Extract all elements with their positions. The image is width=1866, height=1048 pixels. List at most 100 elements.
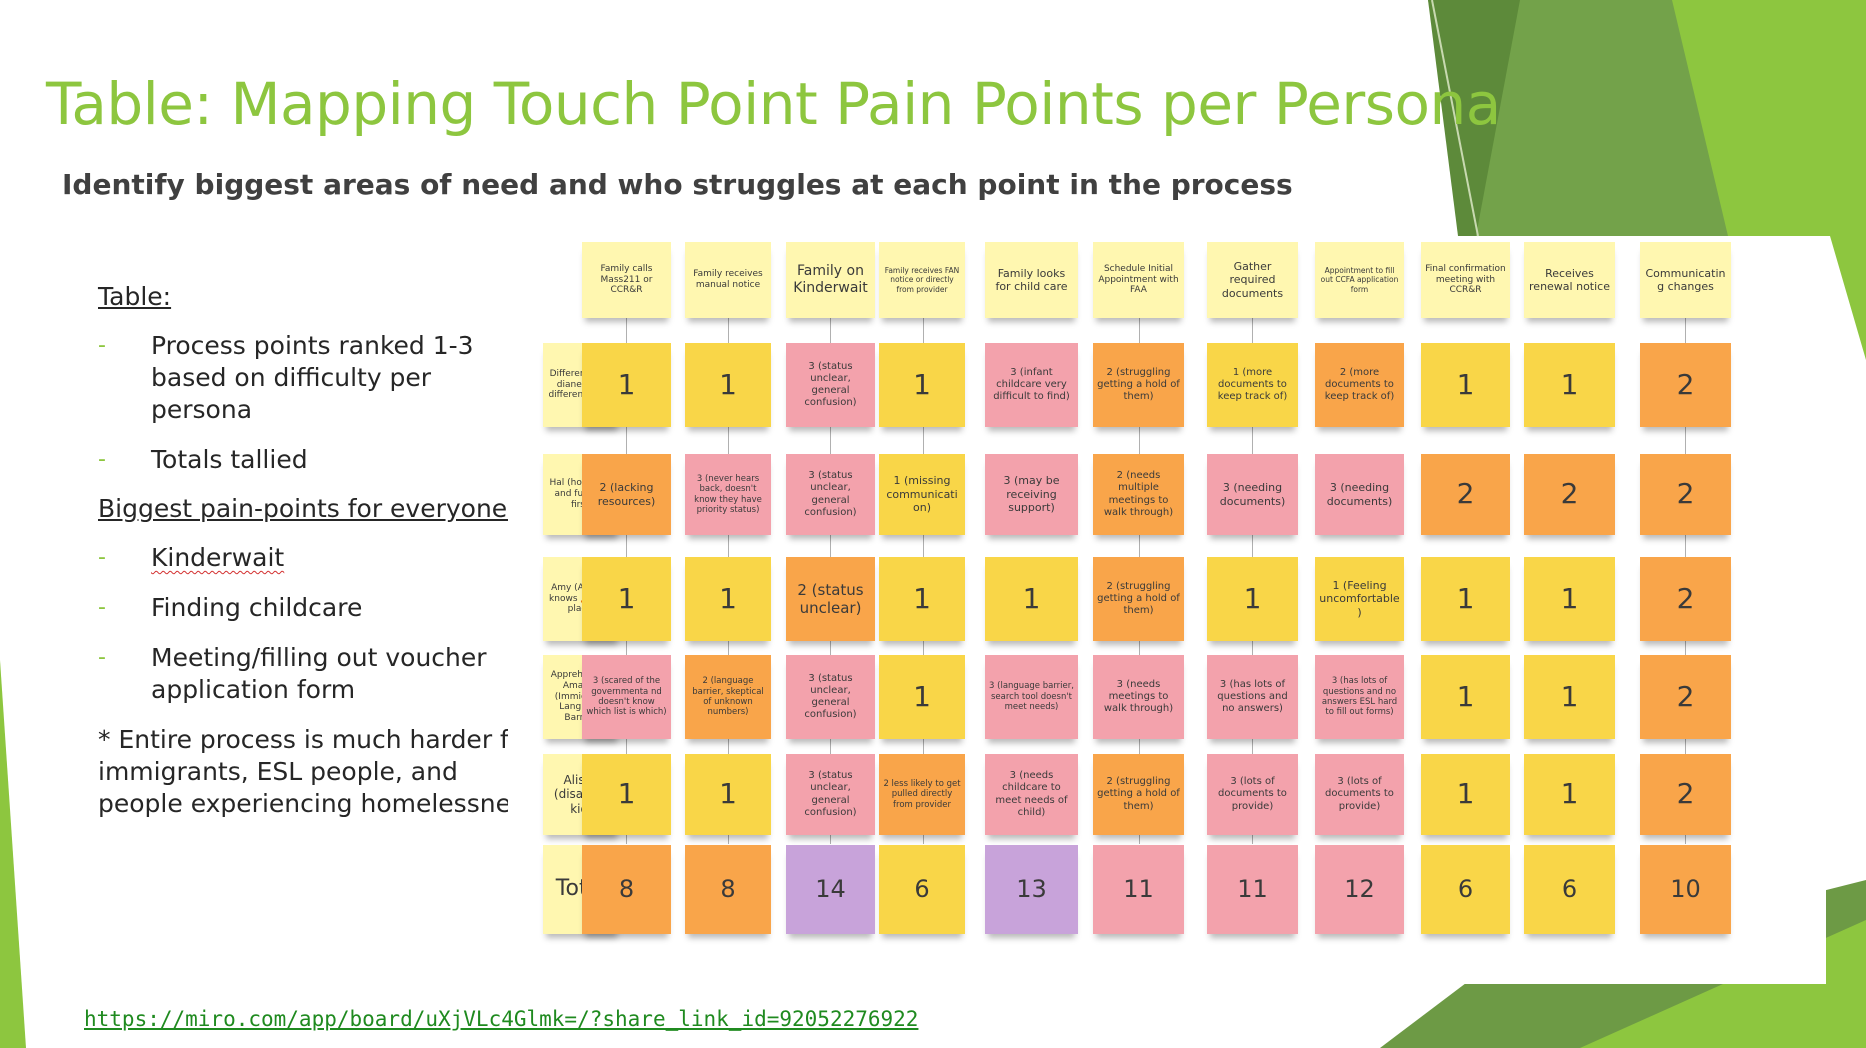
- miro-board-link[interactable]: https://miro.com/app/board/uXjVLc4Glmk=/…: [84, 1007, 919, 1031]
- bullet-text: Kinderwait: [151, 543, 285, 572]
- rating-note: 1: [1524, 655, 1615, 739]
- bullet-text: Finding childcare: [151, 593, 363, 622]
- rating-note: 2 (struggling getting a hold of them): [1093, 754, 1184, 835]
- rating-note: 1: [685, 754, 771, 835]
- rating-note: 3 (needing documents): [1315, 454, 1404, 535]
- rating-note: 2: [1524, 454, 1615, 535]
- column-header-note: Appointment to fill out CCFA application…: [1315, 242, 1404, 318]
- rating-note: 3 (status unclear, general confusion): [786, 655, 875, 739]
- rating-note: 3 (has lots of questions and no answers …: [1315, 655, 1404, 739]
- bullet-text: Process points ranked 1-3 based on diffi…: [151, 331, 474, 424]
- bullet-text: Totals tallied: [151, 445, 308, 474]
- rating-note: 3 (has lots of questions and no answers): [1207, 655, 1298, 739]
- rating-note: 1: [879, 655, 965, 739]
- rating-note: 3 (status unclear, general confusion): [786, 454, 875, 535]
- rating-note: 1: [879, 343, 965, 427]
- pain-points-heading: Biggest pain-points for everyone:: [98, 494, 516, 523]
- rating-note: 3 (needing documents): [1207, 454, 1298, 535]
- column-header-note: Family looks for child care: [985, 242, 1078, 318]
- column-header-note: Schedule Initial Appointment with FAA: [1093, 242, 1184, 318]
- rating-note: 2: [1640, 343, 1731, 427]
- rating-note: 1 (missing communication): [879, 454, 965, 535]
- pain-bullet: - Meeting/filling out voucher applicatio…: [98, 642, 538, 706]
- total-note: 6: [1421, 845, 1510, 934]
- bullet-dash: -: [98, 333, 106, 358]
- rating-note: 1: [685, 343, 771, 427]
- bullet-dash: -: [98, 447, 106, 472]
- column-header-note: Receives renewal notice: [1524, 242, 1615, 318]
- rating-note: 1: [582, 343, 671, 427]
- rating-note: 2: [1640, 655, 1731, 739]
- rating-note: 3 (scared of the governmenta nd doesn't …: [582, 655, 671, 739]
- rating-note: 1: [1421, 754, 1510, 835]
- column-header-note: Family on Kinderwait: [786, 242, 875, 318]
- rating-note: 3 (lots of documents to provide): [1207, 754, 1298, 835]
- rating-note: 1 (Feeling uncomfortable): [1315, 557, 1404, 641]
- bullet-dash: -: [98, 595, 106, 620]
- column-header-note: Communicating changes: [1640, 242, 1731, 318]
- column-header-note: Gather required documents: [1207, 242, 1298, 318]
- table-bullet: - Totals tallied: [98, 444, 538, 476]
- page-title: Table: Mapping Touch Point Pain Points p…: [46, 70, 1501, 138]
- rating-note: 1: [1524, 557, 1615, 641]
- pain-bullet: - Kinderwait: [98, 542, 538, 574]
- total-note: 12: [1315, 845, 1404, 934]
- rating-note: 3 (needs meetings to walk through): [1093, 655, 1184, 739]
- rating-note: 2 (lacking resources): [582, 454, 671, 535]
- rating-note: 1: [1421, 557, 1510, 641]
- rating-note: 2 (struggling getting a hold of them): [1093, 343, 1184, 427]
- table-heading: Table:: [98, 282, 172, 311]
- total-note: 11: [1093, 845, 1184, 934]
- total-note: 11: [1207, 845, 1298, 934]
- top-right-light-band: [1672, 0, 1866, 360]
- pain-bullet: - Finding childcare: [98, 592, 538, 624]
- bullet-dash: -: [98, 545, 106, 570]
- rating-note: 1: [879, 557, 965, 641]
- rating-note: 3 (status unclear, general confusion): [786, 343, 875, 427]
- left-green-wedge: [0, 660, 26, 1048]
- page-subtitle: Identify biggest areas of need and who s…: [62, 168, 1293, 201]
- column-header-note: Family calls Mass211 or CCR&R: [582, 242, 671, 318]
- rating-note: 3 (language barrier, search tool doesn't…: [985, 655, 1078, 739]
- rating-note: 1: [1524, 754, 1615, 835]
- rating-note: 2 (status unclear): [786, 557, 875, 641]
- total-note: 6: [1524, 845, 1615, 934]
- total-note: 6: [879, 845, 965, 934]
- rating-note: 2: [1640, 454, 1731, 535]
- rating-note: 3 (status unclear, general confusion): [786, 754, 875, 835]
- rating-note: 1: [582, 557, 671, 641]
- column-header-note: Family receives manual notice: [685, 242, 771, 318]
- total-note: 8: [685, 845, 771, 934]
- rating-note: 1: [582, 754, 671, 835]
- rating-note: 3 (never hears back, doesn't know they h…: [685, 454, 771, 535]
- rating-note: 1: [1421, 655, 1510, 739]
- rating-note: 1: [1207, 557, 1298, 641]
- rating-note: 2 (language barrier, skeptical of unknow…: [685, 655, 771, 739]
- total-note: 13: [985, 845, 1078, 934]
- rating-note: 3 (infant childcare very difficult to fi…: [985, 343, 1078, 427]
- top-right-mid-band: [1428, 0, 1520, 236]
- rating-note: 3 (lots of documents to provide): [1315, 754, 1404, 835]
- total-note: 8: [582, 845, 671, 934]
- rating-note: 3 (may be receiving support): [985, 454, 1078, 535]
- rating-note: 1: [1524, 343, 1615, 427]
- table-bullet: - Process points ranked 1-3 based on dif…: [98, 330, 538, 426]
- column-header-note: Final confirmation meeting with CCR&R: [1421, 242, 1510, 318]
- bullet-text: Meeting/filling out voucher application …: [151, 643, 487, 704]
- rating-note: 2 (struggling getting a hold of them): [1093, 557, 1184, 641]
- rating-note: 1: [1421, 343, 1510, 427]
- total-note: 14: [786, 845, 875, 934]
- footnote: * Entire process is much harder for immi…: [98, 725, 538, 818]
- rating-note: 2: [1640, 557, 1731, 641]
- rating-note: 2: [1640, 754, 1731, 835]
- bullet-dash: -: [98, 645, 106, 670]
- left-panel: Table: - Process points ranked 1-3 based…: [98, 282, 538, 820]
- rating-note: 1: [985, 557, 1078, 641]
- rating-note: 2: [1421, 454, 1510, 535]
- rating-note: 2 (more documents to keep track of): [1315, 343, 1404, 427]
- rating-note: 1 (more documents to keep track of): [1207, 343, 1298, 427]
- rating-note: 2 (needs multiple meetings to walk throu…: [1093, 454, 1184, 535]
- rating-note: 2 less likely to get pulled directly fro…: [879, 754, 965, 835]
- rating-note: 1: [685, 557, 771, 641]
